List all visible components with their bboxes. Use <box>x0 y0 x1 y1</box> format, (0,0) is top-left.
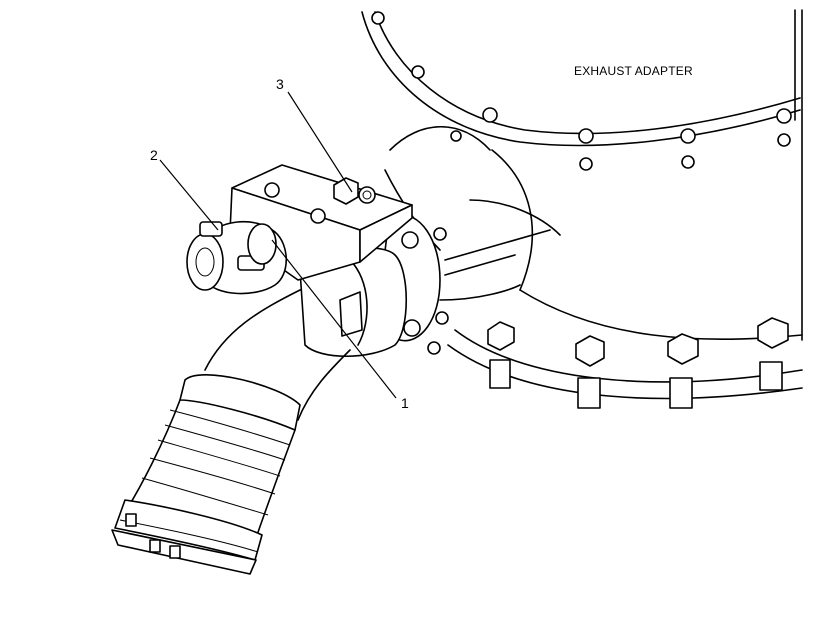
bolt-head <box>371 11 385 25</box>
leader-line-1 <box>271 239 397 399</box>
top-flange-bolts <box>371 11 792 171</box>
callout-1: 1 <box>401 395 409 411</box>
exhaust-adapter-label: EXHAUST ADAPTER <box>574 64 693 78</box>
callout-3: 3 <box>276 76 284 92</box>
leader-lines <box>159 91 397 399</box>
leader-line-2 <box>159 159 219 231</box>
bolt-head <box>579 157 593 171</box>
actuator-solenoid <box>186 220 287 295</box>
flange-bolt <box>487 321 515 389</box>
callout-2: 2 <box>150 147 158 163</box>
bolt-head <box>777 133 791 147</box>
bolt-head <box>680 128 696 144</box>
flexible-bellows-pipe <box>111 289 351 575</box>
mounting-bracket <box>229 164 413 281</box>
bottom-flange-bolts <box>487 317 789 409</box>
leader-line-3 <box>287 91 353 193</box>
flange-bolt <box>667 333 699 409</box>
bolt-head <box>578 128 594 144</box>
bolt-head <box>411 65 425 79</box>
flange-bolt <box>575 335 605 409</box>
flange-bolt <box>757 317 789 391</box>
bolt-head <box>776 108 792 124</box>
bolt-head <box>450 130 462 142</box>
bolt-head <box>482 107 498 123</box>
bolt-head <box>681 155 695 169</box>
